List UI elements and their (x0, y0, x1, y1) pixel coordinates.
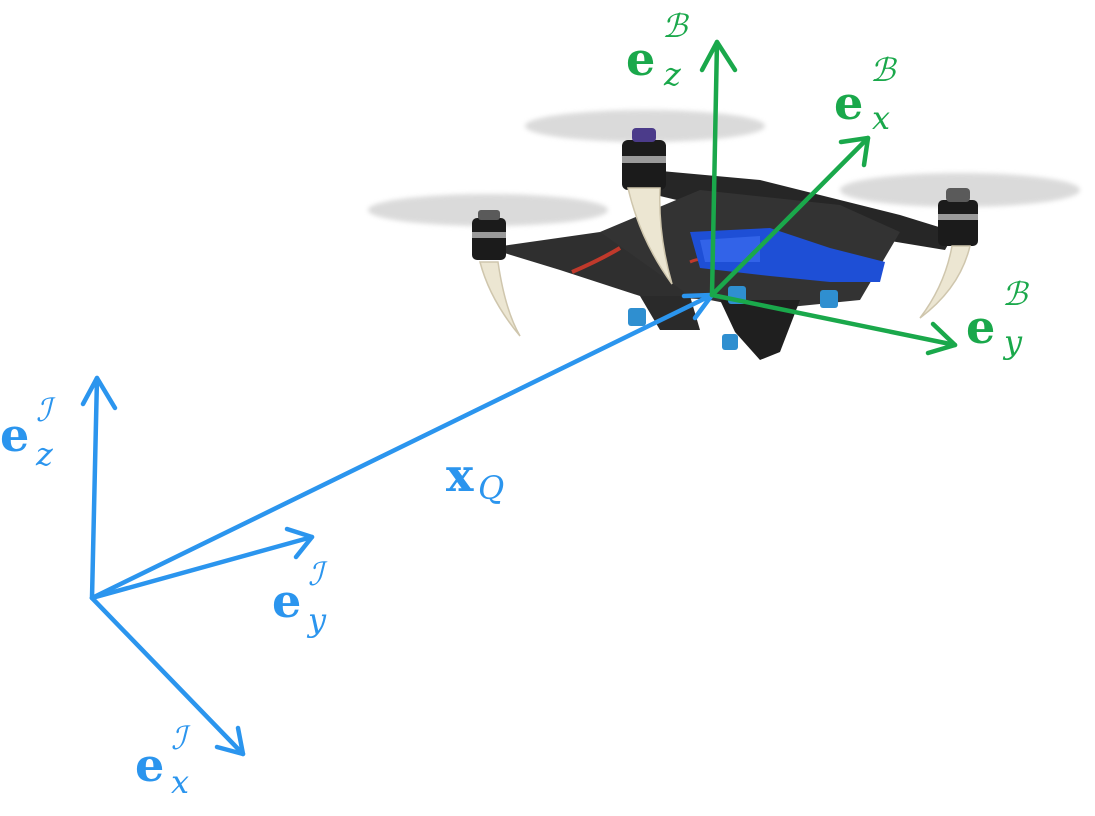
body-y-axis (709, 292, 958, 348)
body-x-label: e ℬ x (834, 51, 896, 137)
inertial-y-label: e ℐ y (272, 555, 327, 639)
inertial-z-axis (89, 375, 100, 601)
arrowhead-icon (699, 39, 738, 73)
arrowhead-icon (925, 321, 958, 356)
position-vector (89, 292, 715, 601)
inertial-x-axis (89, 595, 246, 757)
inertial-z-label: e ℐ z (0, 391, 53, 473)
arrowhead-icon (838, 135, 871, 168)
arrowhead-icon (80, 375, 118, 411)
body-x-axis (709, 135, 871, 298)
arrowhead-icon (284, 526, 315, 560)
body-y-label: e ℬ y (966, 275, 1028, 361)
inertial-x-label: e ℐ x (135, 719, 190, 801)
body-z-axis (709, 39, 720, 298)
position-label: x Q (446, 448, 505, 507)
body-z-label: e ℬ z (626, 7, 688, 93)
arrowhead-icon (214, 725, 246, 757)
inertial-y-axis (89, 534, 315, 601)
propeller-icon (525, 110, 765, 142)
